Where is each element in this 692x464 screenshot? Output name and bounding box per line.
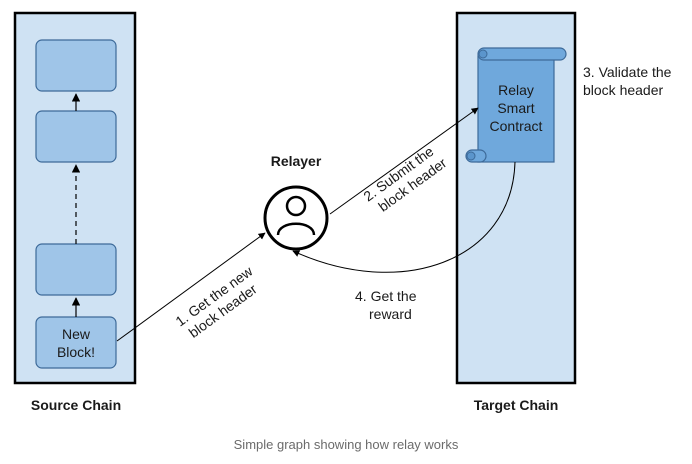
- step4-label-line1: 4. Get the: [355, 288, 417, 304]
- new-block-label-line2: Block!: [57, 344, 95, 360]
- step3-label-line1: 3. Validate the: [583, 64, 672, 80]
- figure-caption: Simple graph showing how relay works: [233, 437, 459, 452]
- scroll-icon: [465, 47, 567, 163]
- step3-label-line2: block header: [583, 82, 664, 98]
- source-chain-label: Source Chain: [31, 397, 121, 413]
- step1-arrow: [116, 232, 266, 342]
- step4-label-line2: reward: [369, 306, 412, 322]
- source-block-4: [35, 39, 117, 92]
- step4-arrow: [292, 161, 516, 273]
- person-icon: [263, 185, 329, 251]
- relayer-label: Relayer: [271, 153, 322, 169]
- new-block-label-line1: New: [62, 326, 91, 342]
- target-chain-label: Target Chain: [474, 397, 559, 413]
- source-block-3: [35, 110, 117, 163]
- source-block-2: [35, 243, 117, 296]
- contract-label-line3: Contract: [490, 118, 543, 134]
- contract-label-line2: Smart: [497, 100, 534, 116]
- contract-label-line1: Relay: [498, 82, 534, 98]
- step2-arrow: [329, 107, 479, 215]
- new-block: [35, 316, 117, 369]
